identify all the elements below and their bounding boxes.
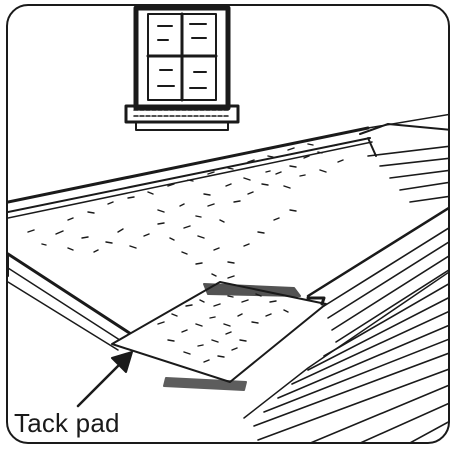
subfloor-edge — [8, 254, 134, 350]
illustration-frame — [6, 4, 450, 444]
baseboard — [8, 114, 450, 276]
arrow-icon — [78, 352, 132, 406]
tack-pad-caption: Tack pad — [14, 408, 120, 439]
tack-pad — [112, 282, 326, 390]
floor-prep-illustration — [8, 6, 450, 444]
window-icon — [126, 8, 238, 130]
